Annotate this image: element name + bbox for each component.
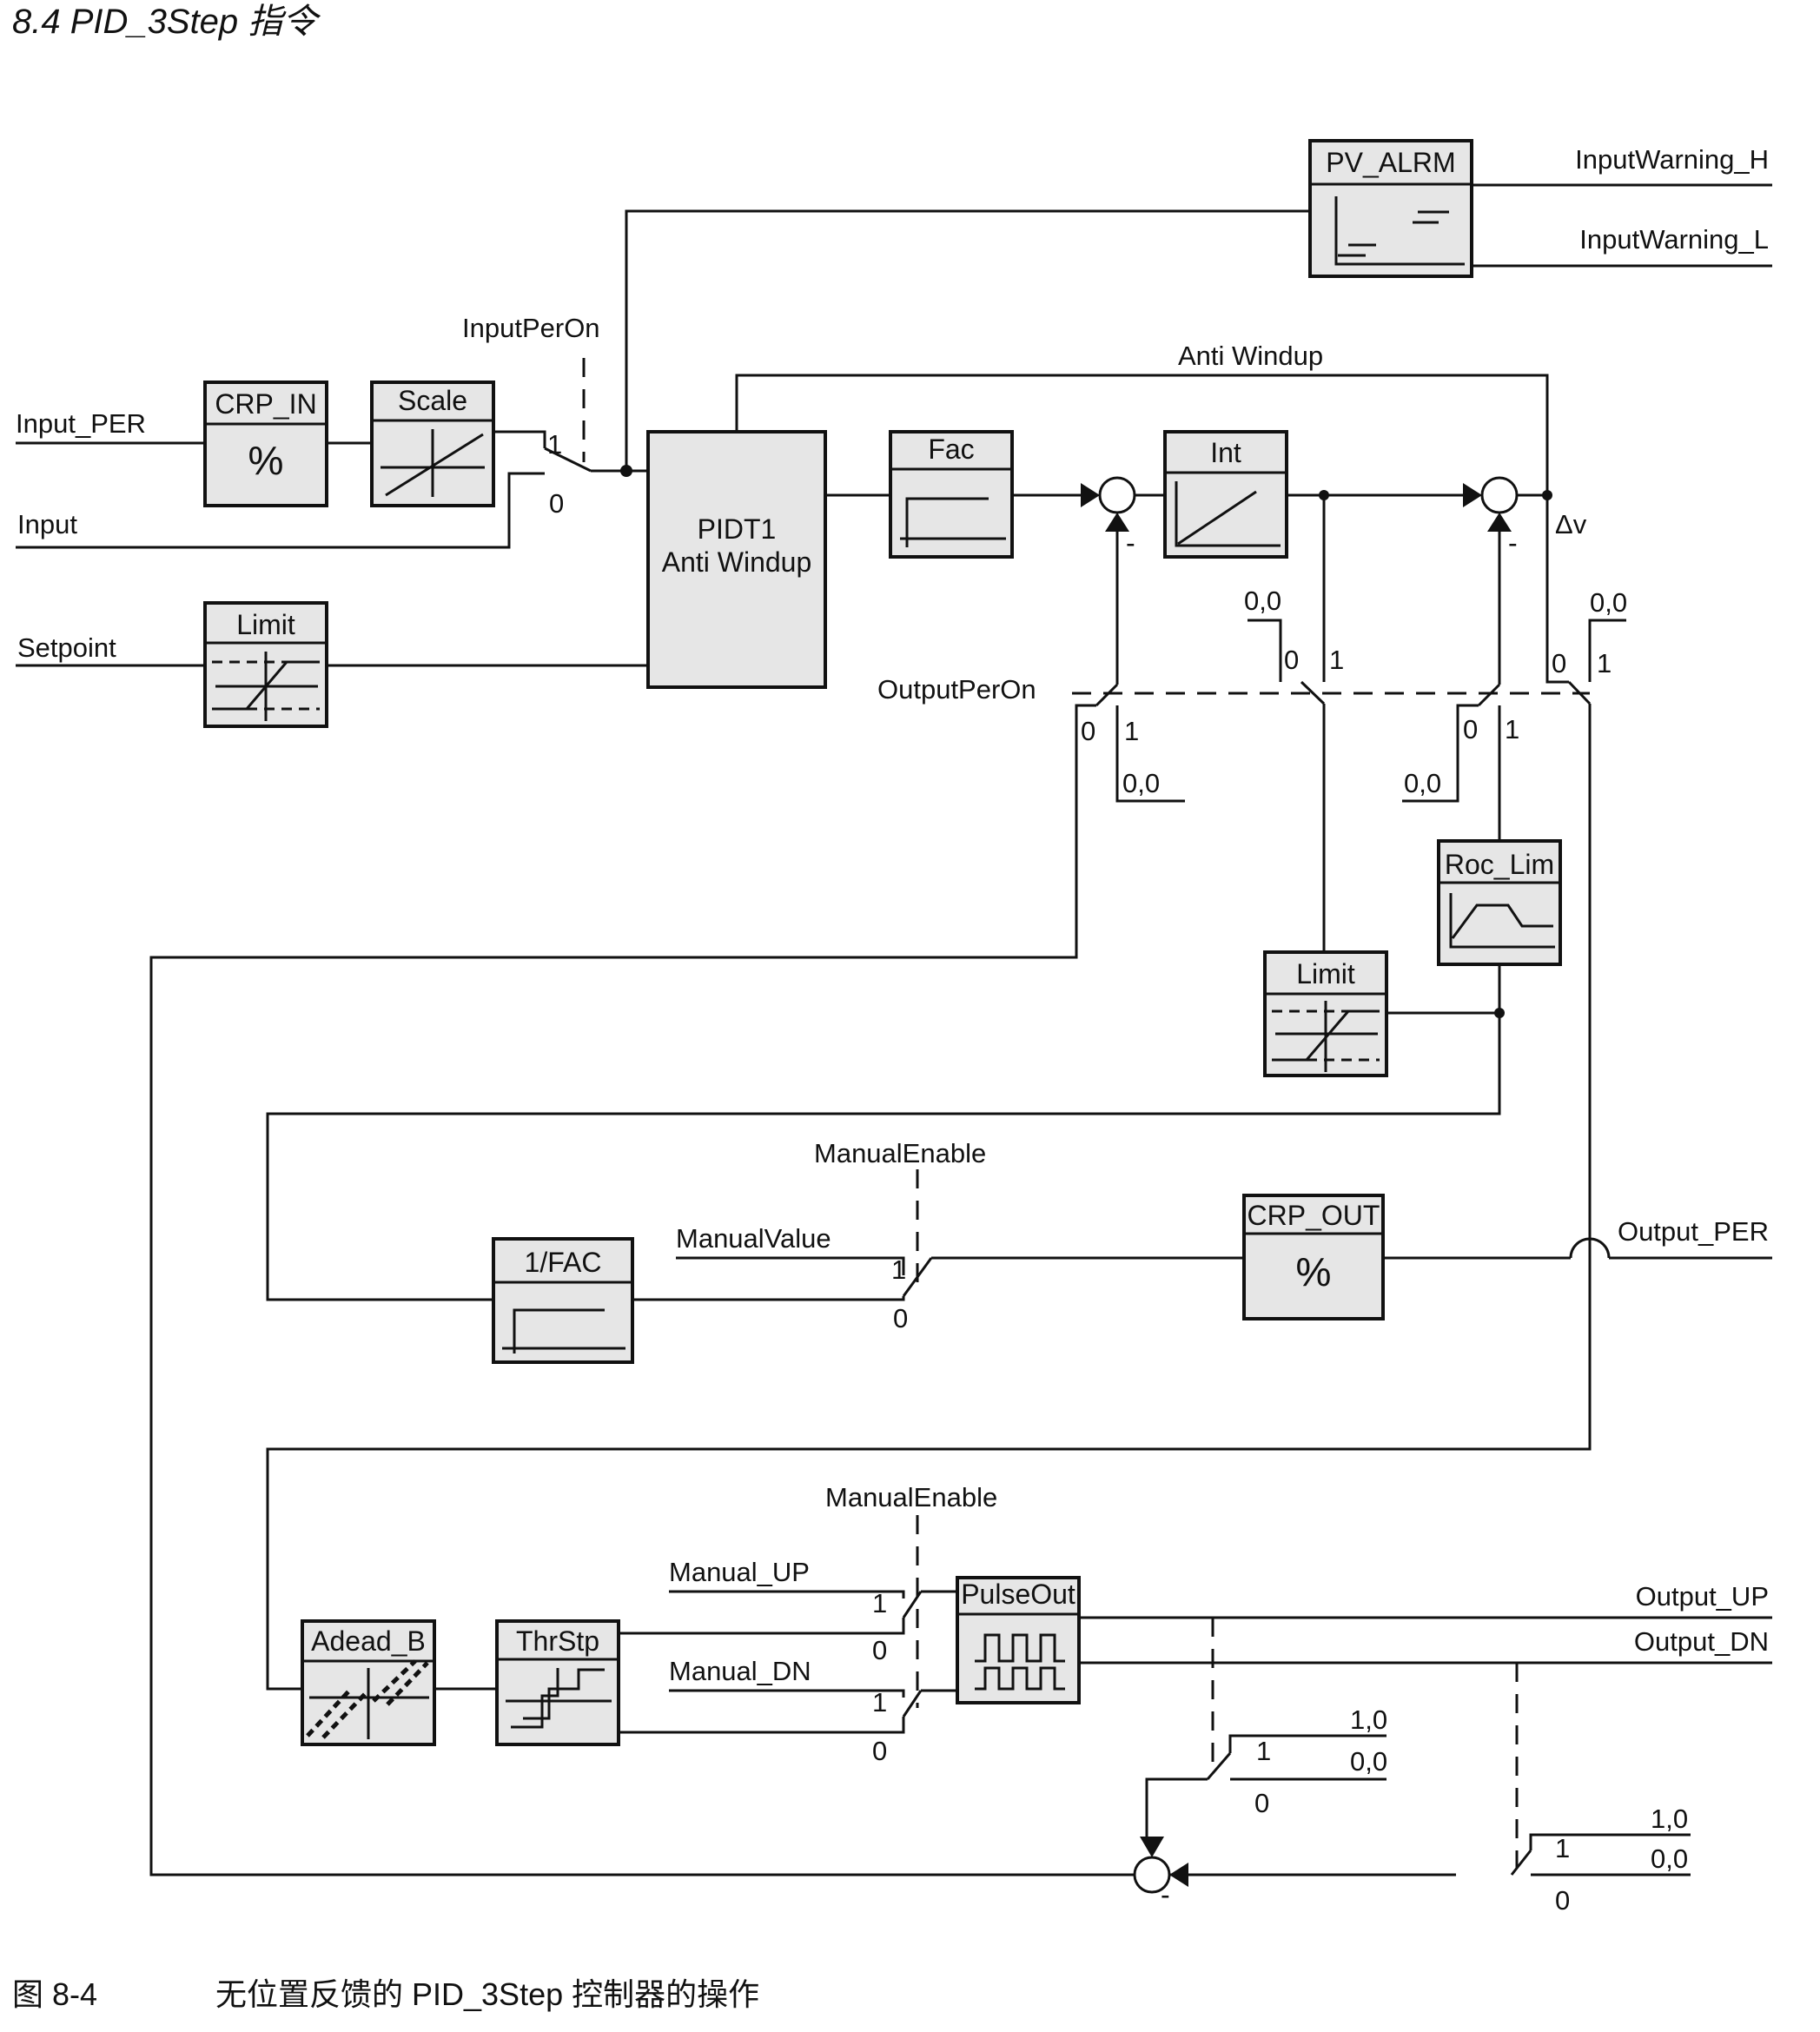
svg-text:1: 1 [1505,714,1519,745]
svg-text:1: 1 [1555,1833,1570,1863]
thrstp-block: ThrStp [495,1619,620,1746]
summer-3: - [1133,1837,1188,1910]
switch-labels: 1 0 0 1 0,0 0,0 0 1 0 1 0,0 0,0 0 1 1 0 … [547,429,1688,1916]
svg-text:0,0: 0,0 [1590,587,1627,618]
svg-text:-: - [1126,527,1135,559]
svg-text:Int: Int [1210,437,1241,468]
svg-text:0: 0 [1552,648,1566,678]
figure-caption: 无位置反馈的 PID_3Step 控制器的操作 [215,1976,759,2012]
manual-enable-label-2: ManualEnable [825,1482,997,1512]
svg-text:0: 0 [1555,1885,1570,1916]
setpoint-label: Setpoint [17,632,116,663]
svg-text:PIDT1: PIDT1 [698,513,777,545]
manual-dn-label: Manual_DN [669,1656,811,1686]
output-up-label: Output_UP [1636,1581,1769,1612]
svg-text:Roc_Lim: Roc_Lim [1445,849,1554,880]
input-per-on-label: InputPerOn [462,313,600,343]
svg-text:0: 0 [872,1736,887,1766]
svg-text:%: % [248,438,284,483]
svg-text:0,0: 0,0 [1350,1746,1387,1777]
svg-text:CRP_IN: CRP_IN [215,388,316,420]
scale-block: Scale [370,381,495,507]
adead-b-block: Adead_B [301,1619,436,1746]
figure-number: 图 8-4 [12,1976,97,2012]
svg-text:-: - [1161,1879,1170,1910]
svg-text:0: 0 [1463,714,1478,745]
svg-text:Anti Windup: Anti Windup [662,546,812,578]
svg-text:Fac: Fac [928,434,974,465]
svg-text:Limit: Limit [1296,958,1355,990]
limit-setpoint-block: Limit [203,601,328,728]
svg-text:0: 0 [549,488,564,519]
inv-fac-block: 1/FAC [492,1237,634,1364]
svg-text:0,0: 0,0 [1404,768,1441,798]
output-per-label: Output_PER [1618,1216,1769,1247]
svg-text:1,0: 1,0 [1651,1804,1688,1834]
anti-windup-label: Anti Windup [1178,341,1323,371]
pulseout-block: PulseOut [956,1576,1081,1704]
svg-text:-: - [1508,527,1518,559]
section-header: 8.4 PID_3Step 指令 [12,3,321,41]
svg-text:1,0: 1,0 [1350,1704,1387,1735]
crp-out-block: CRP_OUT % [1242,1194,1385,1320]
fac-block: Fac [889,430,1014,559]
input-label: Input [17,509,77,539]
svg-text:0: 0 [872,1635,887,1665]
svg-text:ThrStp: ThrStp [516,1625,599,1657]
svg-text:0,0: 0,0 [1244,586,1281,616]
svg-text:0: 0 [1254,1788,1269,1818]
svg-text:1/FAC: 1/FAC [525,1247,602,1278]
control-dashed-lines [582,358,1590,1868]
svg-text:Adead_B: Adead_B [311,1625,426,1657]
svg-text:Scale: Scale [398,385,467,416]
svg-text:PulseOut: PulseOut [961,1579,1075,1610]
svg-text:1: 1 [547,429,562,460]
svg-text:1: 1 [872,1588,887,1618]
summer-1: - [1081,476,1136,559]
svg-text:CRP_OUT: CRP_OUT [1248,1200,1380,1231]
pidt1-block: PIDT1 Anti Windup [646,430,827,689]
input-warning-l-label: InputWarning_L [1579,224,1769,255]
manual-value-label: ManualValue [676,1223,831,1254]
svg-text:1: 1 [1256,1736,1271,1766]
svg-text:1: 1 [1329,645,1344,675]
svg-text:0,0: 0,0 [1122,768,1160,798]
limit-output-block: Limit [1263,950,1388,1077]
pv-alrm-block: PV_ALRM [1308,139,1473,278]
output-dn-label: Output_DN [1634,1626,1769,1657]
roc-lim-block: Roc_Lim [1437,839,1562,966]
manual-up-label: Manual_UP [669,1557,810,1587]
svg-text:0: 0 [1081,716,1095,746]
pv-alrm-label: PV_ALRM [1326,147,1455,178]
signal-labels: InputWarning_H InputWarning_L InputPerOn… [16,144,1769,1686]
summer-2: - [1463,476,1519,559]
svg-text:0,0: 0,0 [1651,1843,1688,1874]
junction-dots [620,465,1552,1018]
svg-text:0: 0 [893,1303,908,1334]
signal-wires [16,183,1772,1876]
manual-enable-label-1: ManualEnable [814,1138,986,1168]
svg-text:1: 1 [1124,716,1139,746]
int-block: Int [1163,430,1288,559]
svg-text:1: 1 [1597,648,1612,678]
delta-v-label: Δv [1555,509,1587,539]
svg-text:%: % [1296,1249,1332,1294]
svg-text:Limit: Limit [236,609,295,640]
svg-text:1: 1 [872,1687,887,1718]
input-per-label: Input_PER [16,408,146,439]
svg-text:0: 0 [1284,645,1299,675]
svg-text:1: 1 [891,1254,906,1285]
crp-in-block: CRP_IN % [203,381,328,507]
output-per-on-label: OutputPerOn [877,674,1036,705]
input-warning-h-label: InputWarning_H [1575,144,1769,175]
